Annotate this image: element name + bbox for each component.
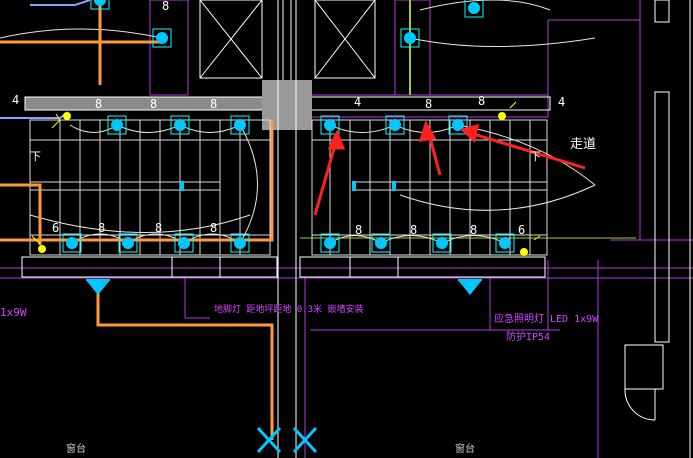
label-8: 8 — [95, 97, 102, 111]
lamp-box — [107, 115, 127, 135]
lamp-box — [152, 28, 172, 48]
label-num-4-right: 4 — [558, 95, 565, 109]
ceiling-lamp[interactable] — [178, 237, 190, 249]
label-8: 8 — [210, 97, 217, 111]
ceiling-lamp[interactable] — [234, 237, 246, 249]
handrail-markers — [180, 181, 396, 191]
label-corridor: 走道 — [570, 137, 596, 152]
lamp-shaft[interactable] — [90, 0, 484, 48]
label-8: 8 — [478, 94, 485, 108]
ceiling-lamp[interactable] — [404, 32, 416, 44]
ceiling-lamp[interactable] — [499, 237, 511, 249]
lamp-box — [464, 0, 484, 18]
label-num-4-left: 4 — [12, 93, 19, 107]
ceiling-lamp[interactable] — [234, 119, 246, 131]
lamp-box — [385, 115, 405, 135]
purple-conduits — [184, 278, 560, 458]
annotation-floor-light: 地脚灯 距地坪距地 0.3米 嵌墙安装 — [214, 303, 364, 315]
elevator-shaft-left — [199, 0, 263, 79]
yellow-sensors[interactable] — [38, 112, 528, 256]
lamp-row-top-right[interactable] — [320, 115, 468, 135]
label-window-right: 窗台 — [455, 442, 475, 455]
lamp-row-bottom-left[interactable] — [62, 233, 250, 253]
lamp-box — [230, 115, 250, 135]
label-8: 8 — [155, 221, 162, 235]
ceiling-lamp[interactable] — [324, 237, 336, 249]
emergency-light-right[interactable] — [458, 279, 482, 295]
annotation-ip-rating: 防护IP54 — [506, 330, 550, 343]
emergency-light-left[interactable] — [86, 279, 110, 295]
lamp-box — [62, 233, 82, 253]
ceiling-lamp[interactable] — [156, 32, 168, 44]
ceiling-lamp[interactable] — [66, 237, 78, 249]
lamp-box — [170, 115, 190, 135]
lamp-box — [320, 115, 340, 135]
label-num-4-mid: 4 — [354, 95, 361, 109]
wall-band-top — [24, 80, 551, 130]
lamp-box — [118, 233, 138, 253]
lamp-box — [320, 233, 340, 253]
exit-sign-bottom[interactable] — [256, 426, 318, 454]
lamp-box — [495, 233, 515, 253]
text-labels: 4 4 4 8 8 8 8 8 8 8 8 8 8 8 8 6 6 下 下 走道… — [0, 0, 599, 455]
lamp-box — [400, 28, 420, 48]
lamp-box — [432, 233, 452, 253]
ceiling-lamp[interactable] — [436, 237, 448, 249]
label-6-right: 6 — [518, 223, 525, 237]
label-8: 8 — [355, 223, 362, 237]
elevator-shaft-right — [314, 0, 376, 79]
lamp-box — [371, 233, 391, 253]
ceiling-lamp[interactable] — [324, 119, 336, 131]
red-arrows — [313, 120, 586, 216]
ceiling-lamp[interactable] — [122, 237, 134, 249]
label-down-left: 下 — [30, 150, 41, 163]
wall-band-bottom — [21, 256, 546, 278]
annotation-left-watt: 1x9W — [0, 306, 27, 319]
label-8: 8 — [210, 221, 217, 235]
annotation-emergency-light: 应急照明灯 LED 1x9W — [494, 312, 599, 325]
lamp-box — [90, 0, 110, 10]
label-down-right: 下 — [530, 150, 541, 163]
label-8: 8 — [470, 223, 477, 237]
label-window-left: 窗台 — [66, 442, 86, 455]
ceiling-lamp[interactable] — [452, 119, 464, 131]
label-8: 8 — [98, 221, 105, 235]
lamp-box — [174, 233, 194, 253]
label-8: 8 — [150, 97, 157, 111]
lamp-box — [230, 233, 250, 253]
ceiling-lamp[interactable] — [375, 237, 387, 249]
label-8: 8 — [410, 223, 417, 237]
label-8: 8 — [425, 97, 432, 111]
lamp-row-top-left[interactable] — [107, 115, 250, 135]
ceiling-lamp[interactable] — [94, 0, 106, 6]
central-walls — [277, 0, 297, 458]
orange-wires — [0, 0, 274, 440]
ceiling-lamp[interactable] — [111, 119, 123, 131]
door-right — [624, 0, 691, 458]
lamp-box — [448, 115, 468, 135]
label-6-left: 6 — [52, 221, 59, 235]
ceiling-lamp[interactable] — [468, 2, 480, 14]
switch-symbols — [31, 101, 541, 245]
ceiling-lamp[interactable] — [389, 119, 401, 131]
label-8: 8 — [162, 0, 169, 13]
lamp-row-bottom-right[interactable] — [320, 233, 515, 253]
ceiling-lamp[interactable] — [174, 119, 186, 131]
